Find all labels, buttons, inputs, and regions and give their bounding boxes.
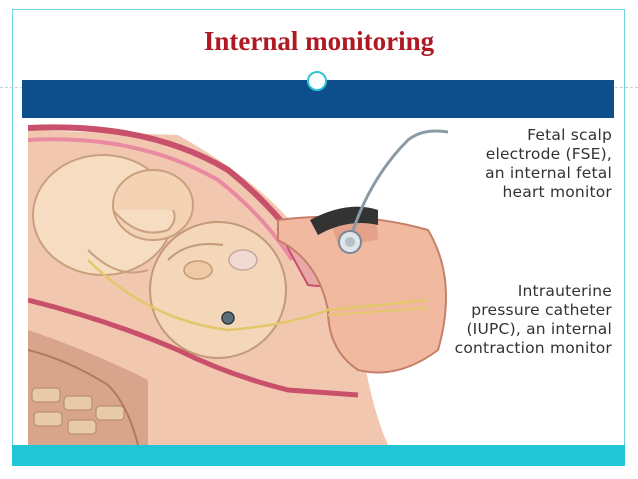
iupc-label-line: Intrauterine [517,282,612,300]
fse-label-line: heart monitor [502,183,612,201]
iupc-label-line: contraction monitor [454,339,612,357]
fse-label-line: an internal fetal [485,164,612,182]
fse-label-line: Fetal scalp [527,126,612,144]
slide-title: Internal monitoring [203,26,435,56]
internal-monitoring-illustration [28,120,615,445]
iupc-label-line: (IUPC), an internal [466,320,612,338]
ring-ornament-icon [307,71,327,91]
iupc-label: Intrauterine pressure catheter (IUPC), a… [372,282,612,358]
footer-band [12,445,625,466]
iupc-label-line: pressure catheter [471,301,612,319]
fse-label: Fetal scalp electrode (FSE), an internal… [382,126,612,202]
fse-label-line: electrode (FSE), [485,145,612,163]
